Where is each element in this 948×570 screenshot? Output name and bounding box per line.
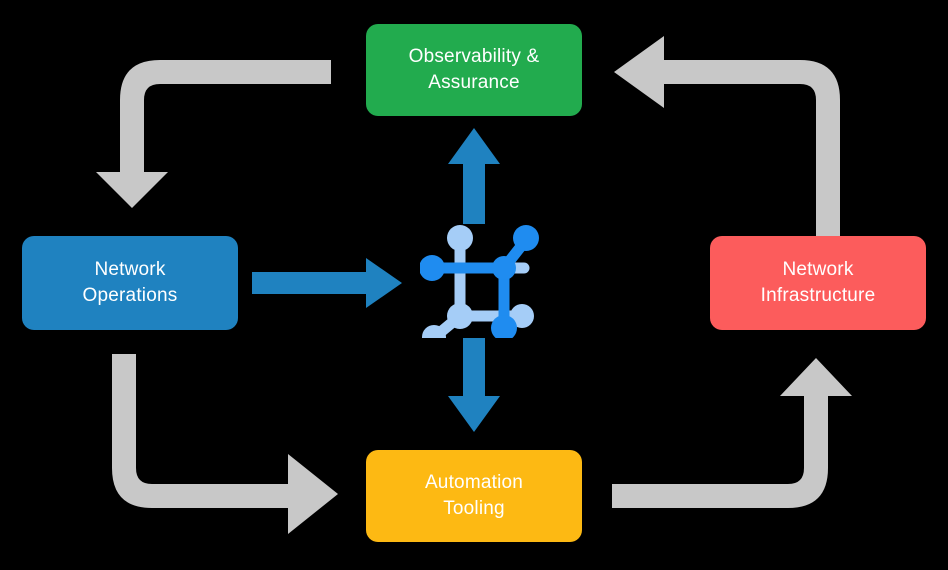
arrow-network-operations-to-automation-tooling bbox=[112, 354, 338, 534]
node-network-infrastructure[interactable]: Network Infrastructure bbox=[710, 236, 926, 330]
node-observability-and-assurance[interactable]: Observability & Assurance bbox=[366, 24, 582, 116]
arrow-center-to-observability bbox=[448, 128, 500, 224]
node-network-operations[interactable]: Network Operations bbox=[22, 236, 238, 330]
arrow-automation-tooling-to-network-infrastructure bbox=[612, 358, 852, 508]
node-automation-tooling[interactable]: Automation Tooling bbox=[366, 450, 582, 542]
arrow-network-infrastructure-to-observability bbox=[614, 36, 840, 236]
arrow-center-to-automation-tooling bbox=[448, 338, 500, 432]
arrow-network-operations-to-center bbox=[252, 258, 402, 308]
network-topology-icon bbox=[420, 225, 539, 338]
topology-bright-nodes bbox=[420, 225, 539, 338]
arrow-observability-to-network-operations bbox=[96, 60, 331, 208]
topology-light-nodes bbox=[422, 225, 534, 338]
